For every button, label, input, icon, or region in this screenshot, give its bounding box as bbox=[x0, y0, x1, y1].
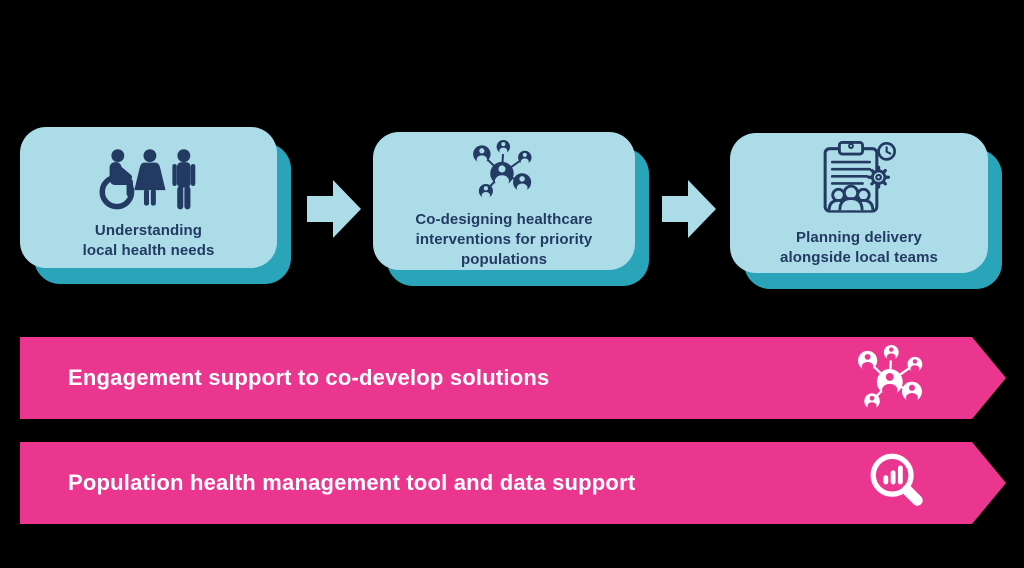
banner-label: Population health management tool and da… bbox=[68, 470, 636, 495]
banner-engagement-support: Engagement support to co-develop solutio… bbox=[20, 337, 1006, 419]
process-step-planning-delivery: Planning delivery alongside local teams bbox=[730, 133, 988, 273]
process-step-understanding-needs: Understanding local health needs bbox=[20, 127, 277, 268]
banner-label: Engagement support to co-develop solutio… bbox=[68, 365, 550, 390]
process-step-codesign-interventions: Co-designing healthcare interventions fo… bbox=[373, 132, 635, 270]
right-block-arrow-icon bbox=[662, 180, 716, 238]
people-group-icon bbox=[99, 149, 195, 210]
people-network-icon bbox=[473, 140, 532, 199]
right-block-arrow-icon bbox=[307, 180, 361, 238]
clipboard-plan-icon bbox=[823, 141, 896, 213]
people-network-icon bbox=[852, 345, 932, 413]
process-step-label: Co-designing healthcare interventions fo… bbox=[415, 210, 593, 268]
process-step-label: Understanding local health needs bbox=[82, 222, 215, 260]
banner-population-health-tool: Population health management tool and da… bbox=[20, 442, 1006, 524]
process-step-label: Planning delivery alongside local teams bbox=[780, 229, 938, 267]
magnifier-chart-icon bbox=[866, 451, 928, 513]
